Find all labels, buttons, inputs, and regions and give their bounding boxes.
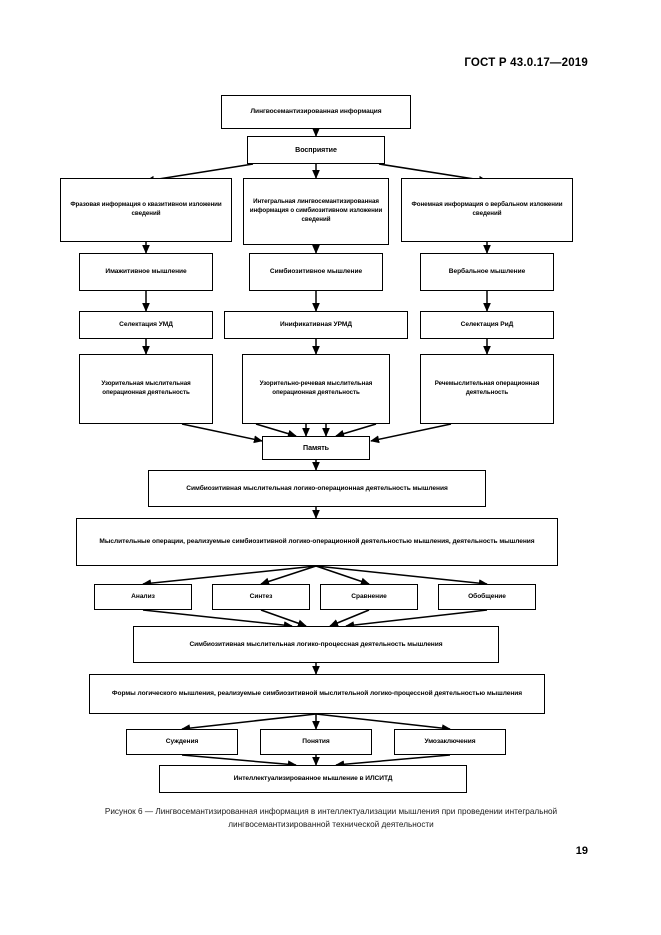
node-inificative-urmd: Инификативная УРМД [224,311,408,339]
node-intellectualized-thinking-ilsitd: Интеллектуализированное мышление в ИЛСИТ… [159,765,467,793]
node-comparison: Сравнение [320,584,418,610]
node-synthesis: Синтез [212,584,310,610]
node-uzoritive-speech-mental-operational-activity: Узорительно-речевая мыслительная операци… [242,354,390,424]
node-uzoritive-mental-operational-activity: Узорительная мыслительная операционная д… [79,354,213,424]
node-selection-rid: Селектация РиД [420,311,554,339]
node-memory: Память [262,436,370,460]
figure-6-flowchart: Лингвосемантизированная информация Воспр… [60,95,573,793]
node-selection-umd: Селектация УМД [79,311,213,339]
node-inferences: Умозаключения [394,729,506,755]
node-imazhitive-thinking: Имажитивное мышление [79,253,213,291]
node-verbal-thinking: Вербальное мышление [420,253,554,291]
node-analysis: Анализ [94,584,192,610]
node-speech-mental-operational-activity: Речемыслительная операционная деятельнос… [420,354,554,424]
figure-caption: Рисунок 6 — Лингвосемантизированная инфо… [66,806,596,831]
node-symbiositive-logic-process-activity: Симбиозитивная мыслительная логико-проце… [133,626,499,663]
node-forms-of-logical-thinking: Формы логического мышления, реализуемые … [89,674,545,714]
document-header-standard-number: ГОСТ Р 43.0.17—2019 [464,57,588,69]
node-judgements: Суждения [126,729,238,755]
figure-caption-line-1: Рисунок 6 — Лингвосемантизированная инфо… [104,807,503,816]
node-mental-operations-realized: Мыслительные операции, реализуемые симби… [76,518,558,566]
node-phrasal-information: Фразовая информация о квазитивном изложе… [60,178,232,242]
node-phonemic-information: Фонемная информация о вербальном изложен… [401,178,573,242]
page-number: 19 [575,845,588,857]
node-symbiositive-logic-operational-activity: Симбиозитивная мыслительная логико-опера… [148,470,486,507]
figure-caption-line-2: интегральной лингвосемантизированной тех… [228,807,558,829]
node-concepts: Понятия [260,729,372,755]
node-integral-lingvosemantized-information: Интегральная лингвосемантизированная инф… [243,178,389,245]
node-symbiositive-thinking: Симбиозитивное мышление [249,253,383,291]
node-lingvosemantized-information: Лингвосемантизированная информация [221,95,411,129]
node-perception: Восприятие [247,136,385,164]
node-generalization: Обобщение [438,584,536,610]
